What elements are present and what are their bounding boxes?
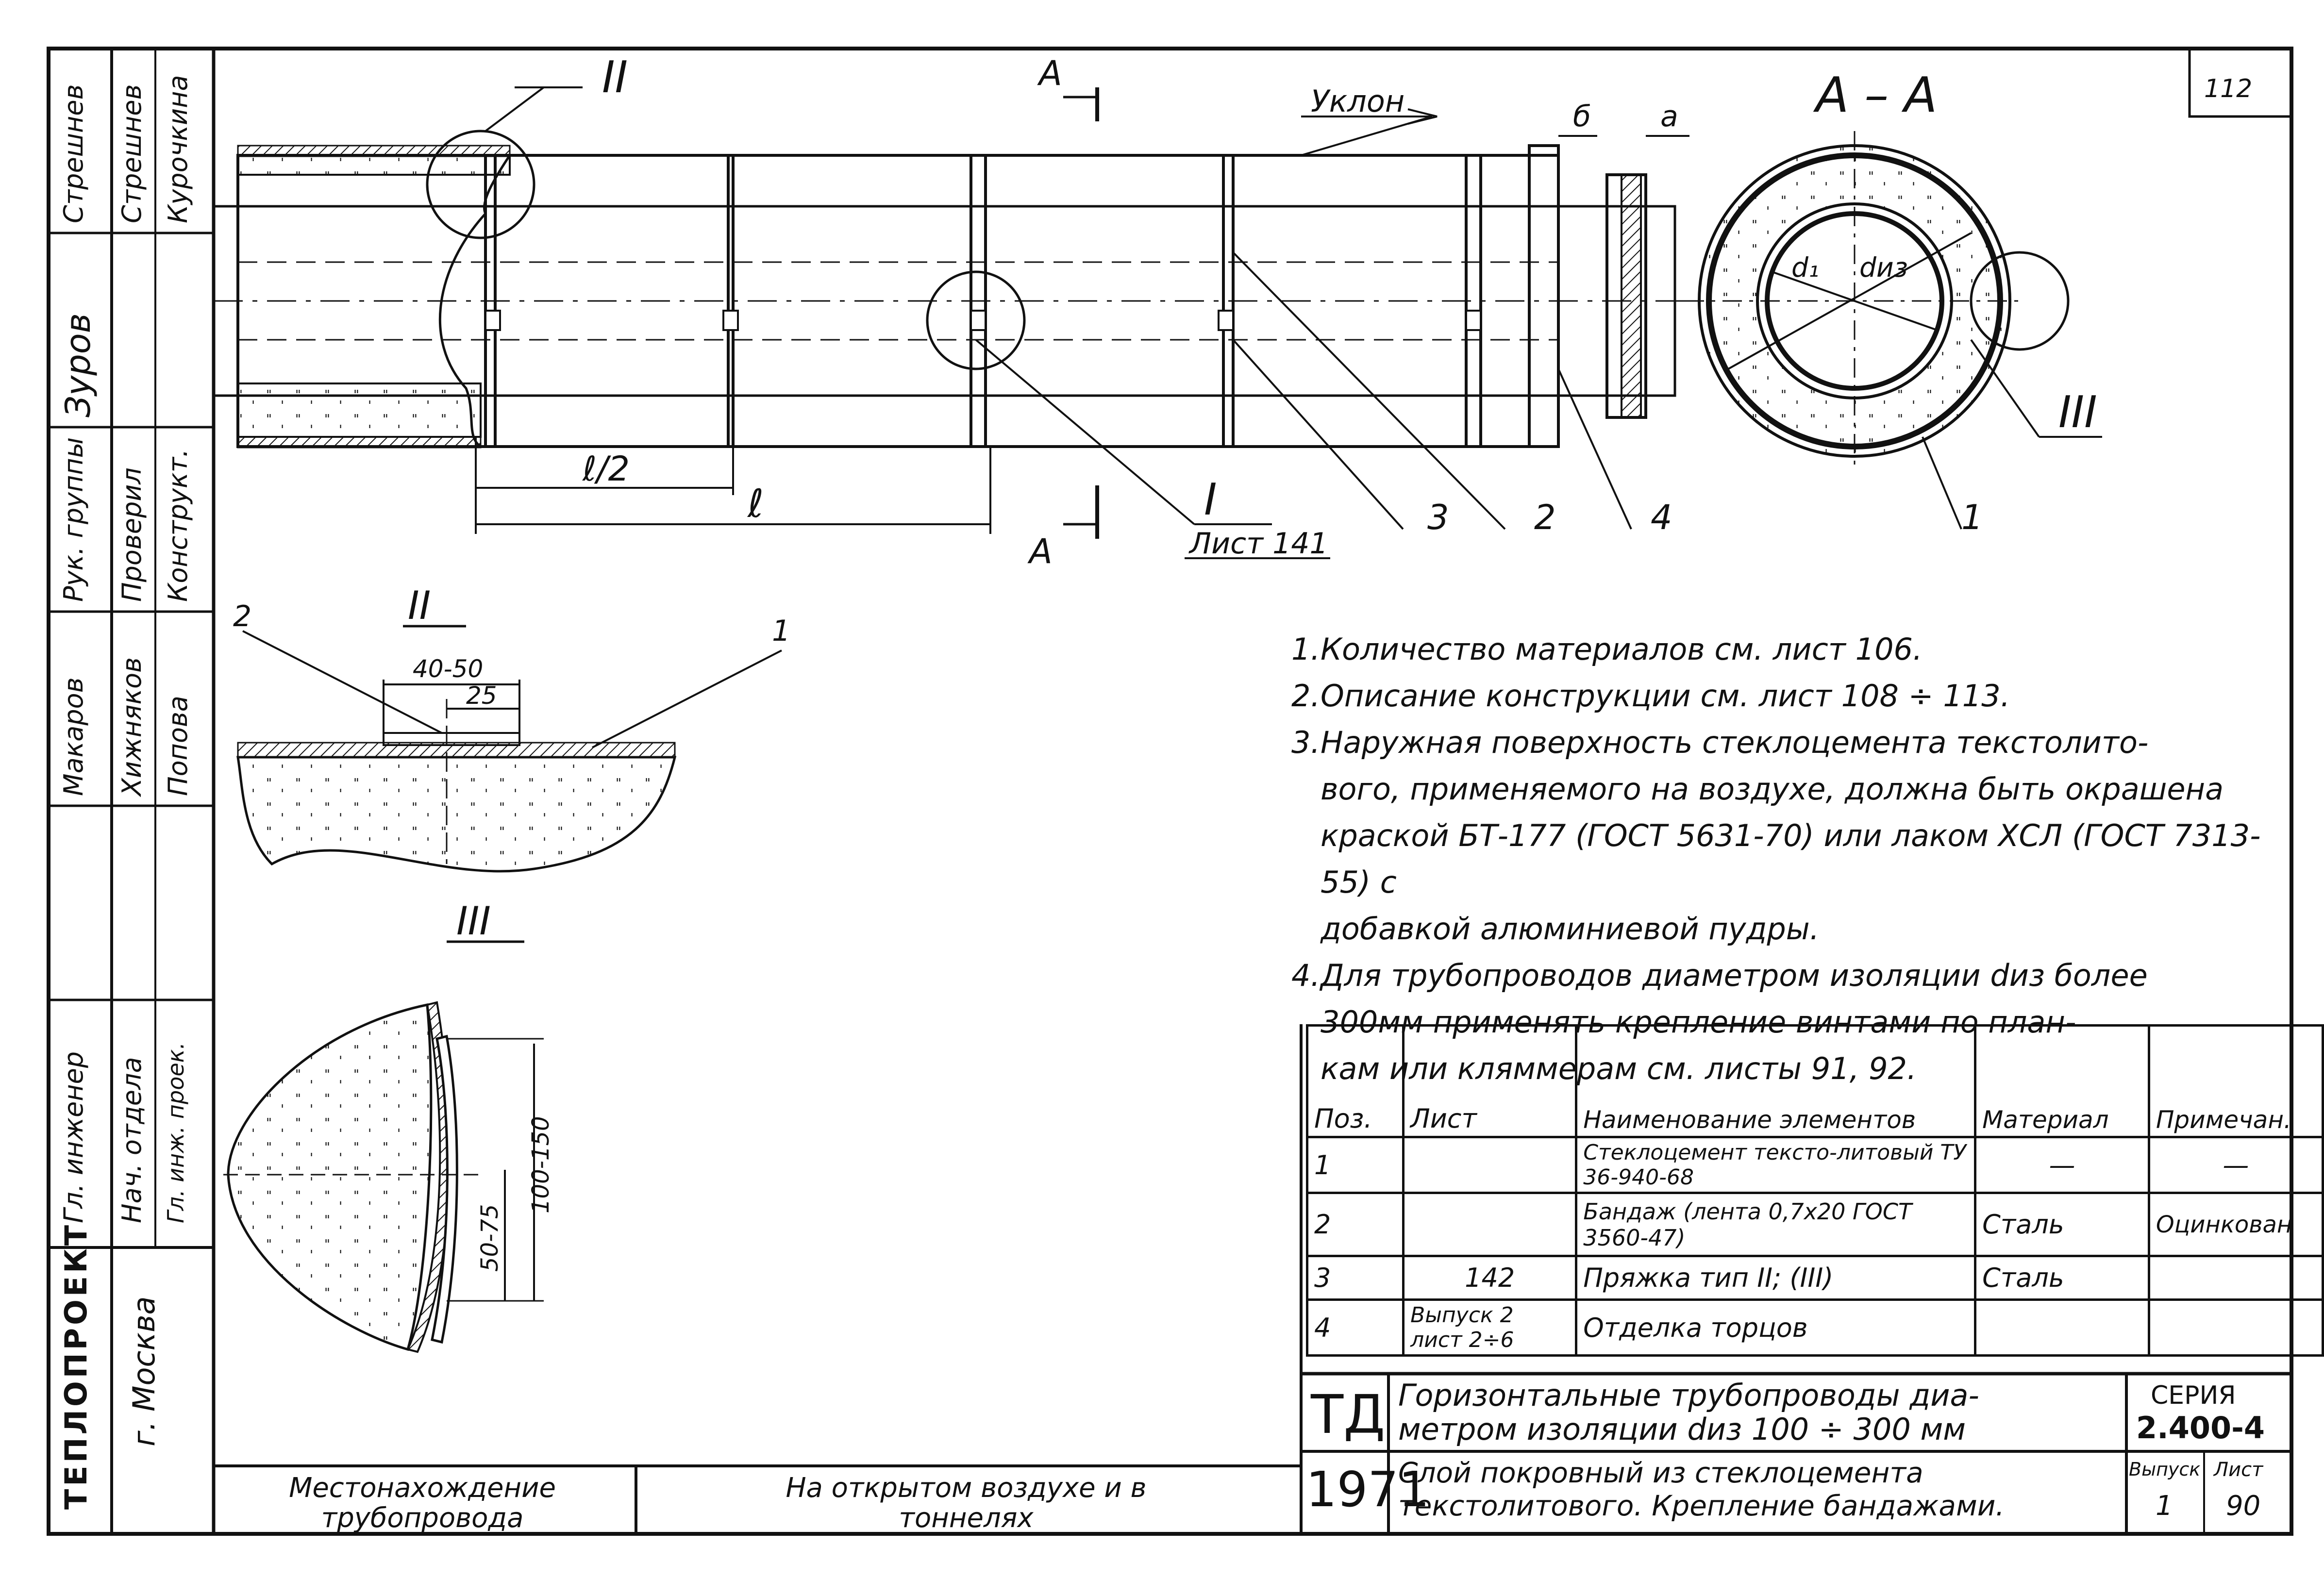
spec-header-row: Поз. Лист Наименование элементов Материа… xyxy=(1305,1024,2324,1138)
spec-header: Наименование элементов xyxy=(1575,1024,1977,1138)
spec-cell xyxy=(1974,1298,2150,1357)
stamp-org: ТЕПЛОПРОЕКТ xyxy=(58,1222,94,1510)
spec-header: Примечан. xyxy=(2147,1024,2324,1138)
stamp-role-chief-engineer: Гл. инженер xyxy=(58,1051,89,1223)
pipe-main-view xyxy=(212,86,1699,559)
pos-label-1: 1 xyxy=(1961,498,1983,537)
series-value: 2.400-4 xyxy=(2136,1410,2265,1446)
detail-iii-dim-50-75: 50-75 xyxy=(476,1204,503,1272)
detail-iii-title: III xyxy=(456,898,491,944)
section-a-a xyxy=(1685,131,2102,530)
section-mark-top: А xyxy=(1037,53,1062,93)
pos-label-3: 3 xyxy=(1427,498,1449,537)
notes-block: 1.Количество материалов см. лист 106. 2.… xyxy=(1291,626,2287,1092)
dim-a: а xyxy=(1660,100,1678,133)
note-3: 3.Наружная поверхность стеклоцемента тек… xyxy=(1291,725,2261,947)
list-value: 90 xyxy=(2226,1490,2261,1522)
spec-header: Материал xyxy=(1974,1024,2150,1138)
spec-cell: Стеклоцемент тексто-литовый ТУ 36-940-68 xyxy=(1575,1136,1977,1194)
spec-cell: 3 xyxy=(1305,1255,1405,1301)
spec-header: Лист xyxy=(1402,1024,1578,1138)
detail-ii-pos-2: 2 xyxy=(233,599,251,633)
table-row: 1 Стеклоцемент тексто-литовый ТУ 36-940-… xyxy=(1305,1136,2324,1194)
title-year: 1971 xyxy=(1306,1461,1430,1518)
sheet-ref-141: Лист 141 xyxy=(1188,527,1328,561)
spec-cell: — xyxy=(2147,1136,2324,1194)
dim-l: ℓ xyxy=(747,481,764,526)
dim-d1: d₁ xyxy=(1791,252,1819,283)
title-td: ТД xyxy=(1311,1383,1386,1446)
stamp-grid xyxy=(49,49,214,1534)
spec-cell: 142 xyxy=(1402,1255,1578,1301)
spec-cell: Выпуск 2 лист 2÷6 xyxy=(1402,1298,1578,1357)
spec-cell: 1 xyxy=(1305,1136,1405,1194)
detail-iii-dim-100-150: 100-150 xyxy=(527,1116,554,1213)
spec-cell: Оцинкован xyxy=(2147,1192,2324,1257)
vypusk-label: Выпуск xyxy=(2129,1459,2201,1480)
spec-cell: Бандаж (лента 0,7х20 ГОСТ 3560-47) xyxy=(1575,1192,1977,1257)
stamp-role-group-lead: Рук. группы xyxy=(58,437,89,602)
spec-table: Поз. Лист Наименование элементов Материа… xyxy=(1305,1024,2324,1357)
spec-cell: 4 xyxy=(1305,1298,1405,1357)
pos-label-4: 4 xyxy=(1651,498,1672,537)
pos-label-2: 2 xyxy=(1534,498,1556,537)
table-row: 3 142 Пряжка тип II; (III) Сталь xyxy=(1305,1255,2324,1301)
uklon-label: Уклон xyxy=(1311,83,1404,119)
detail-ii-pos-1: 1 xyxy=(772,614,790,648)
spec-cell xyxy=(1402,1192,1578,1257)
callout-i: I xyxy=(1204,474,1217,525)
note-2: 2.Описание конструкции см. лист 108 ÷ 11… xyxy=(1291,678,2010,714)
stamp-name-streshnev-2: Стрешнев xyxy=(117,84,147,223)
stamp-name-popova: Попова xyxy=(163,696,193,796)
section-mark-bottom: А xyxy=(1027,532,1053,571)
stamp-role-dept-head: Нач. отдела xyxy=(117,1057,147,1223)
spec-cell xyxy=(2147,1298,2324,1357)
spec-header: Поз. xyxy=(1305,1024,1405,1138)
spec-cell: Сталь xyxy=(1974,1192,2150,1257)
title-block-grid xyxy=(214,47,2293,1534)
sheet-corner-number: 112 xyxy=(2204,74,2252,103)
detail-iii xyxy=(223,940,544,1353)
note-1: 1.Количество материалов см. лист 106. xyxy=(1291,632,1923,667)
stamp-signature-zurov: Зуров xyxy=(58,313,98,417)
spec-cell xyxy=(2147,1255,2324,1301)
dim-b: б xyxy=(1573,100,1591,133)
table-row: 2 Бандаж (лента 0,7х20 ГОСТ 3560-47) Ста… xyxy=(1305,1192,2324,1257)
stamp-city: г. Москва xyxy=(126,1296,162,1447)
list-label: Лист xyxy=(2214,1459,2263,1481)
series-label: СЕРИЯ xyxy=(2151,1381,2236,1410)
spec-cell: Пряжка тип II; (III) xyxy=(1575,1255,1977,1301)
stamp-name-makarov: Макаров xyxy=(58,677,89,796)
spec-cell: — xyxy=(1974,1136,2150,1194)
callout-iii-section: III xyxy=(2058,387,2097,438)
callout-ii-top: II xyxy=(602,52,628,103)
detail-ii-title: II xyxy=(408,583,431,628)
title-main: Горизонтальные трубопроводы диа-метром и… xyxy=(1398,1378,1979,1447)
detail-ii-dim-40-50: 40-50 xyxy=(413,655,483,683)
dim-l-half: ℓ/2 xyxy=(582,449,630,489)
spec-cell: Отделка торцов xyxy=(1575,1298,1977,1357)
stamp-name-streshnev-1: Стрешнев xyxy=(58,84,89,223)
dim-dis: dиз xyxy=(1859,252,1908,283)
stamp-role-chief-project: Гл. инж. проек. xyxy=(163,1042,189,1223)
stamp-role-checked: Проверил xyxy=(117,467,147,602)
stamp-name-kurochkina: Курочкина xyxy=(163,75,193,223)
stamp-role-designer: Конструкт. xyxy=(163,449,193,602)
detail-ii xyxy=(236,625,782,873)
stamp-name-khizhnyakov: Хижняков xyxy=(117,657,147,796)
spec-cell xyxy=(1402,1136,1578,1194)
spec-cell: 2 xyxy=(1305,1192,1405,1257)
sheet-frame xyxy=(47,47,2293,1536)
detail-ii-dim-25: 25 xyxy=(466,681,497,710)
spec-cell: Сталь xyxy=(1974,1255,2150,1301)
section-title: А – А xyxy=(1813,66,1937,123)
table-row: 4 Выпуск 2 лист 2÷6 Отделка торцов xyxy=(1305,1298,2324,1357)
vypusk-value: 1 xyxy=(2156,1490,2173,1522)
